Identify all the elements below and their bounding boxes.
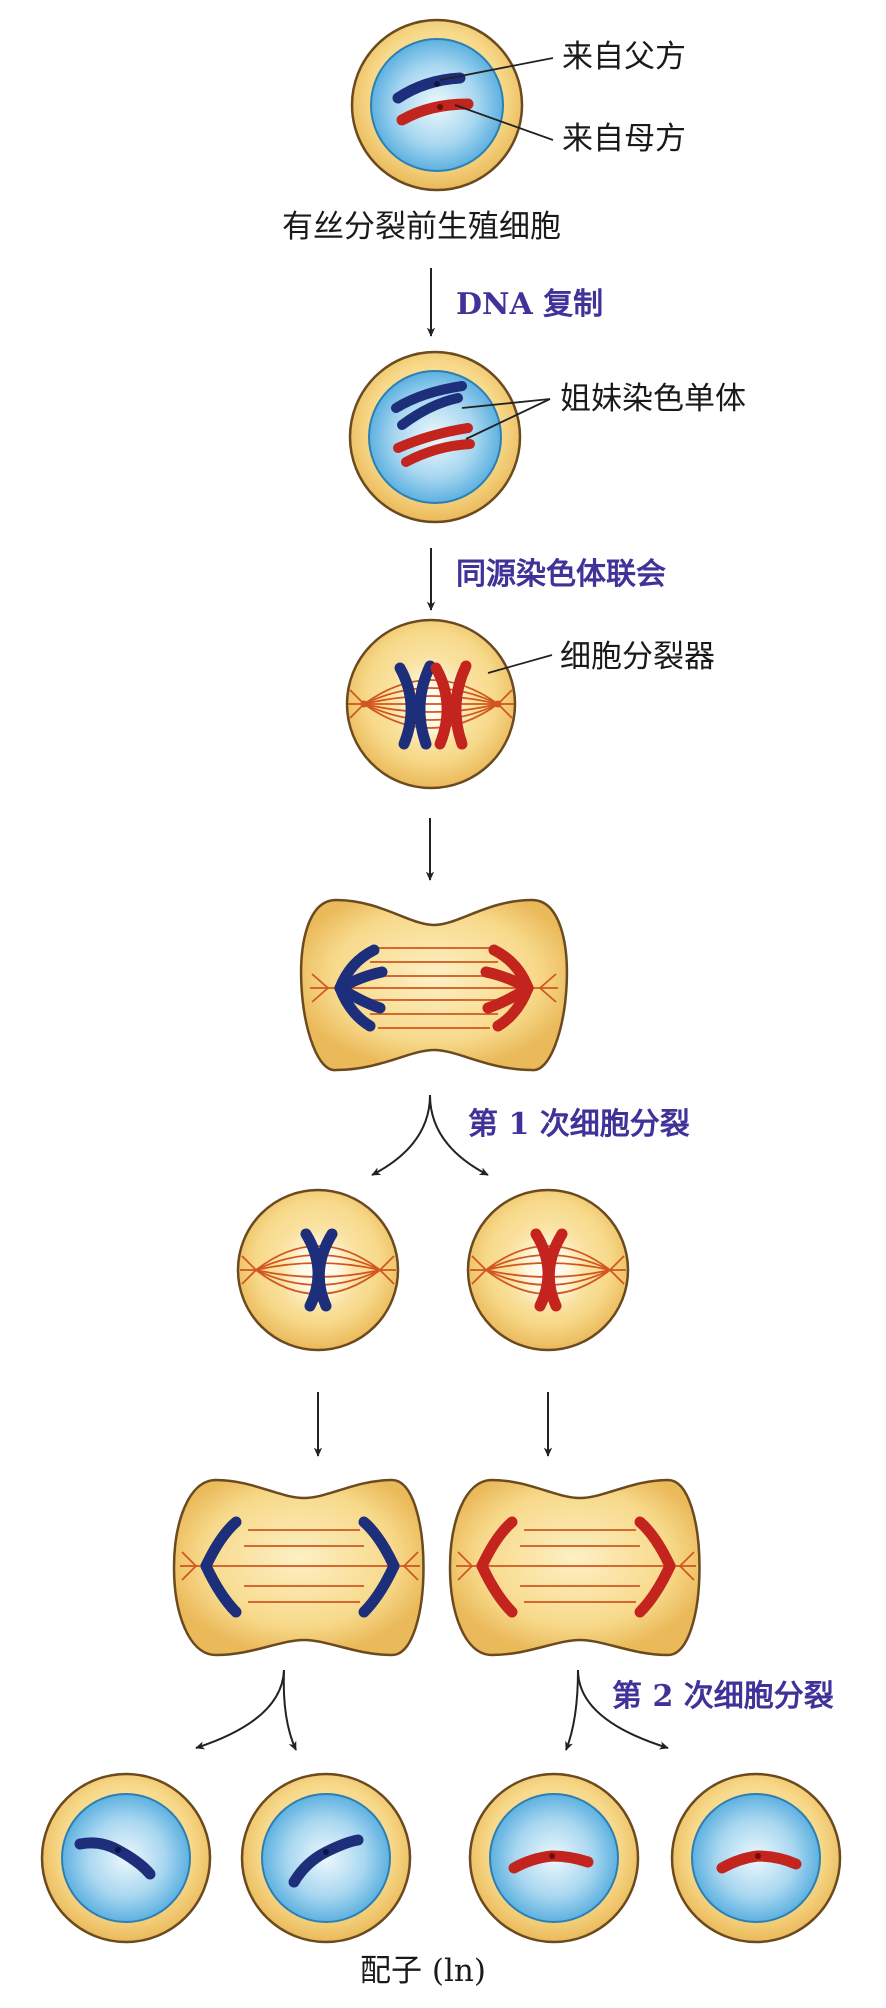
- maternal-chromosome: [396, 98, 474, 126]
- leader-paternal: [439, 57, 554, 81]
- gamete-2: [240, 1772, 412, 1944]
- label-paternal: 来自父方: [562, 39, 686, 75]
- label-sister-chromatids: 姐妹染色单体: [560, 381, 746, 417]
- label-second-division: 第 2 次细胞分裂: [612, 1679, 834, 1714]
- spindle-fibers: [348, 679, 514, 729]
- paternal-chromatid-a: [391, 381, 467, 413]
- paternal-chromosome: [392, 72, 466, 104]
- gamete-3: [468, 1772, 640, 1944]
- gamete-4: [670, 1772, 842, 1944]
- label-gametes: 配子 (ln): [360, 1953, 486, 1989]
- spindle-fibers-2: [310, 947, 558, 1029]
- maternal-chromatid-b: [401, 439, 475, 467]
- metaphase-2-cell-left: [236, 1188, 400, 1352]
- label-spindle: 细胞分裂器: [560, 639, 715, 675]
- split-arrow-second-division-left: [195, 1669, 297, 1751]
- leader-chromatids-2: [465, 398, 551, 440]
- leader-spindle: [487, 654, 553, 674]
- label-premitotic-cell: 有丝分裂前生殖细胞: [282, 209, 561, 245]
- maternal-anaphase-d: [492, 982, 534, 1032]
- maternal-tetrad-b: [450, 660, 472, 750]
- leader-maternal: [454, 104, 554, 141]
- metaphase-2-cell-right: [466, 1188, 630, 1352]
- split-arrow-second-division-right: [565, 1669, 669, 1751]
- label-first-division: 第 1 次细胞分裂: [468, 1107, 690, 1142]
- premitotic-cell: [350, 18, 524, 192]
- gamete-1: [40, 1772, 212, 1944]
- label-dna-replication: DNA 复制: [456, 287, 604, 322]
- anaphase-1-cell: [299, 898, 569, 1072]
- replicated-cell: [348, 350, 522, 524]
- label-synapsis: 同源染色体联会: [456, 557, 666, 592]
- paternal-tetrad-a: [394, 662, 417, 750]
- split-arrow-first-division: [371, 1094, 489, 1176]
- paternal-anaphase-d: [334, 982, 376, 1032]
- paternal-chromatid-b: [397, 393, 463, 430]
- synapsis-cell: [345, 618, 517, 790]
- anaphase-2-cell-right: [448, 1478, 701, 1657]
- maternal-chromatid-a: [393, 423, 473, 453]
- label-maternal: 来自母方: [562, 121, 686, 157]
- leader-chromatids-1: [461, 398, 551, 409]
- maternal-tetrad-a: [430, 662, 453, 750]
- paternal-tetrad-b: [414, 660, 436, 750]
- anaphase-2-cell-left: [172, 1478, 425, 1657]
